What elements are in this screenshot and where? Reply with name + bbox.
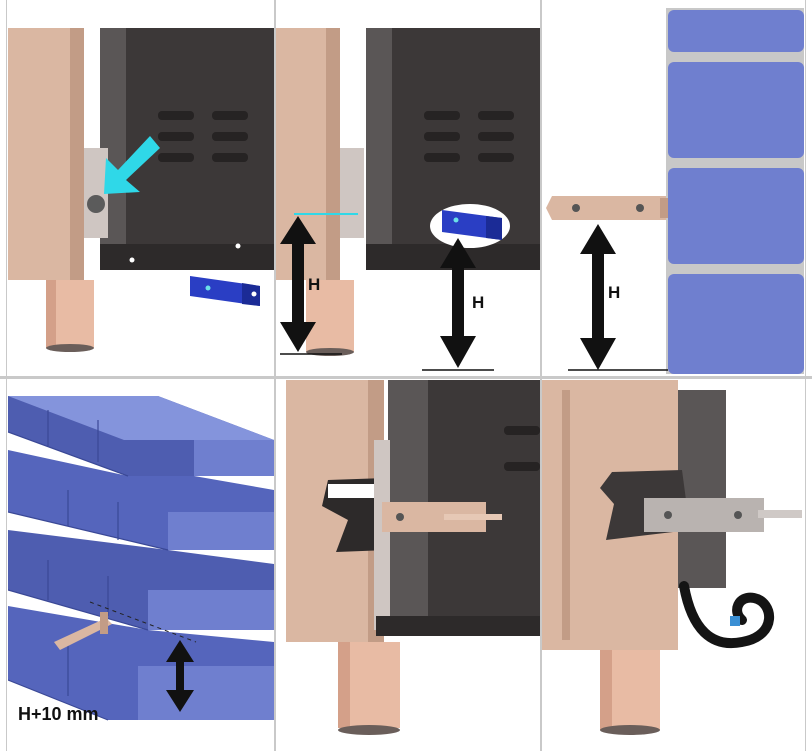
wall-bracket-metal — [644, 498, 802, 532]
panel-4-drawing: H+10 mm — [8, 380, 274, 743]
panel-6-drawing — [542, 380, 804, 743]
wall-bracket-metal — [382, 502, 502, 532]
appliance-rear-panel — [678, 390, 726, 588]
height-offset-label: H+10 mm — [18, 704, 99, 724]
panel-final-installed — [542, 380, 804, 743]
panel-locate-bracket-hole — [8, 8, 274, 374]
double-arrow-vertical-icon — [580, 224, 616, 370]
panel-1-drawing — [8, 8, 274, 374]
wall-bracket-metal — [54, 612, 112, 650]
panel-5-drawing — [276, 380, 540, 743]
grid-border-right — [805, 0, 806, 751]
hose — [679, 581, 774, 649]
wall-bracket-metal — [546, 196, 668, 220]
panel-fix-bracket-to-wall: H+10 mm — [8, 380, 274, 743]
vent-slots — [158, 111, 248, 162]
arrow-right-icon — [104, 136, 160, 194]
grid-border-left — [6, 0, 7, 751]
panel-measure-height: H H — [276, 8, 540, 374]
wall-bracket-highlighted — [430, 204, 510, 248]
height-label-2: H — [472, 293, 484, 312]
panel-3-drawing: H — [542, 8, 804, 374]
wall-bracket — [190, 276, 260, 306]
mount-hole — [87, 195, 105, 213]
grid-divider-vertical-1 — [274, 0, 276, 751]
panel-2-drawing: H H — [276, 8, 540, 374]
double-arrow-vertical-icon — [166, 640, 194, 712]
double-arrow-vertical-icon — [280, 216, 316, 352]
grid-divider-horizontal — [0, 376, 812, 379]
panel-bracket-on-wall: H — [542, 8, 804, 374]
appliance-rear-panel — [100, 28, 274, 262]
height-label-3: H — [608, 283, 620, 302]
height-label-1: H — [308, 275, 320, 294]
panel-engage-bracket — [276, 380, 540, 743]
drill-line — [89, 601, 197, 643]
grid-divider-vertical-2 — [540, 0, 542, 751]
double-arrow-vertical-icon — [440, 238, 476, 368]
wall-bricks — [668, 10, 804, 374]
